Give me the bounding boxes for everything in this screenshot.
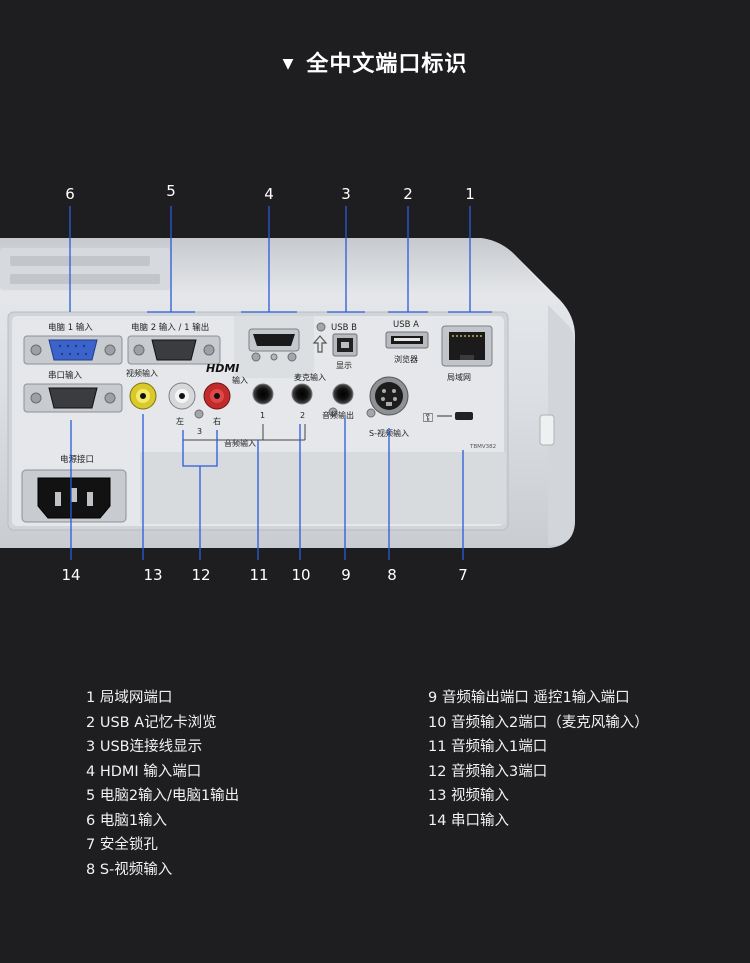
callout-6: 6: [65, 185, 75, 203]
usb-b-port: [332, 333, 358, 357]
legend-item: 5 电脑2输入/电脑1输出: [86, 788, 240, 804]
legend-item: 9 音频输出端口 遥控1输入端口: [428, 690, 630, 706]
callout-7: 7: [458, 566, 468, 584]
port-legend-right: 9 音频输出端口 遥控1输入端口 10 音频输入2端口（麦克风输入） 11 音频…: [428, 686, 649, 833]
legend-item: 2 USB A记忆卡浏览: [86, 714, 217, 731]
label-right: 右: [213, 416, 221, 426]
legend-item: 12 音频输入3端口: [428, 763, 548, 780]
serial-port: [23, 383, 123, 413]
usb-a-port: [385, 331, 429, 349]
legend-item: 14 串口输入: [428, 812, 510, 829]
vga-port-pc1: [23, 335, 123, 365]
label-usb-b-sub: 显示: [336, 361, 352, 370]
label-power: 电源接口: [60, 454, 94, 465]
label-usb-a-sub: 浏览器: [394, 354, 418, 364]
audio-out-jack: [332, 383, 354, 405]
callout-3: 3: [341, 185, 351, 203]
section-title: ▼ 全中文端口标识: [0, 46, 750, 78]
lan-port: [441, 325, 493, 367]
legend-item: 8 S-视频输入: [86, 861, 173, 878]
callout-12: 12: [191, 566, 210, 584]
power-inlet: [21, 469, 127, 523]
callout-10: 10: [291, 566, 310, 584]
callout-11: 11: [249, 566, 268, 584]
svideo-port: [369, 376, 409, 416]
label-left: 左: [176, 416, 184, 426]
callout-2: 2: [403, 185, 413, 203]
vga-port-pc2: [127, 335, 221, 365]
label-usb-a: USB A: [393, 320, 419, 330]
callout-8: 8: [387, 566, 397, 584]
audio-in-1-jack: [252, 383, 274, 405]
rca-video-port: [129, 382, 157, 410]
hdmi-port: [248, 328, 300, 362]
label-pc1-in: 电脑 1 输入: [48, 322, 93, 333]
legend-item: 7 安全锁孔: [86, 837, 158, 853]
callout-9: 9: [341, 566, 351, 584]
legend-item: 4 HDMI 输入端口: [86, 763, 202, 780]
lock-icon: ⚿: [423, 411, 433, 426]
label-model: TBMV382: [469, 444, 496, 450]
label-two: 2: [300, 411, 305, 420]
label-audio-out: 音频输出: [322, 410, 354, 420]
label-mic-in: 麦克输入: [294, 372, 326, 382]
audio-in-2-jack: [291, 383, 313, 405]
legend-item: 1 局域网端口: [86, 690, 173, 706]
legend-item: 13 视频输入: [428, 788, 510, 804]
callout-13: 13: [143, 566, 162, 584]
security-lock-slot: [455, 412, 473, 420]
legend-item: 10 音频输入2端口（麦克风输入）: [428, 714, 649, 731]
callout-4: 4: [264, 185, 274, 203]
label-lan: 局域网: [447, 372, 471, 382]
title-text: 全中文端口标识: [306, 52, 468, 77]
label-video-in: 视频输入: [126, 368, 158, 378]
callout-5: 5: [166, 182, 176, 200]
label-hdmi-in: 输入: [232, 375, 248, 385]
rca-audio-left-port: [168, 382, 196, 410]
triangle-down-icon: ▼: [282, 56, 295, 72]
usb-arrow-icon: [312, 335, 328, 353]
legend-item: 6 电脑1输入: [86, 812, 168, 829]
label-three: 3: [197, 427, 202, 436]
label-audio-in: 音频输入: [224, 438, 256, 448]
callout-14: 14: [61, 566, 80, 584]
callout-lines: [69, 206, 492, 560]
label-pc2-in-out: 电脑 2 输入 / 1 输出: [131, 322, 209, 333]
callout-1: 1: [465, 185, 475, 203]
legend-item: 3 USB连接线显示: [86, 739, 203, 755]
hdmi-logo: HDMI: [206, 362, 239, 375]
rca-audio-right-port: [203, 382, 231, 410]
legend-item: 11 音频输入1端口: [428, 739, 548, 755]
label-usb-b: USB B: [331, 323, 357, 333]
port-legend-left: 1 局域网端口 2 USB A记忆卡浏览 3 USB连接线显示 4 HDMI 输…: [86, 686, 239, 882]
label-serial-in: 串口输入: [48, 370, 83, 381]
label-one: 1: [260, 411, 265, 420]
